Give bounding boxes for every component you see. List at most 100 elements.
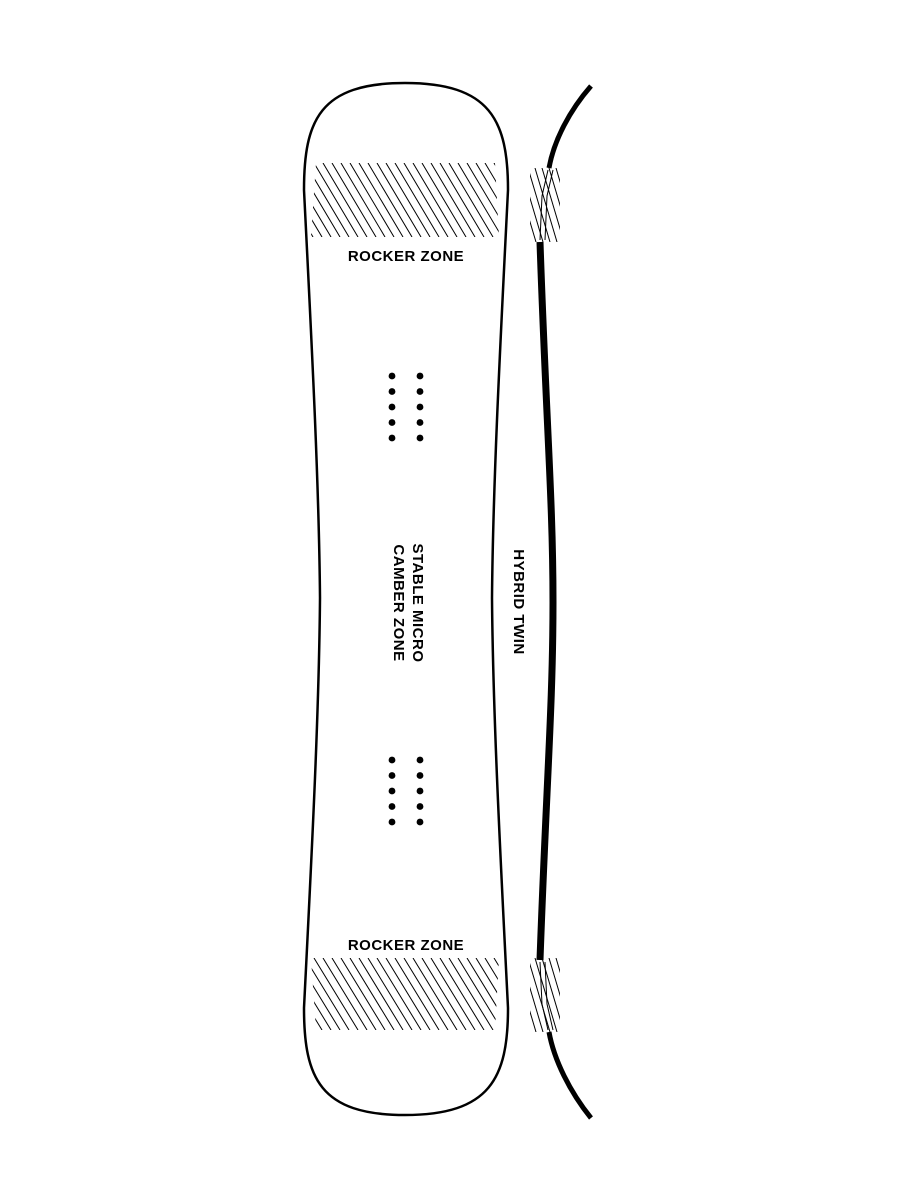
insert-hole: [388, 434, 396, 442]
insert-hole: [416, 388, 424, 395]
hatch-line: [331, 163, 377, 237]
hatch-line: [530, 172, 551, 242]
hatch-line: [475, 163, 499, 237]
hatch-line: [484, 958, 499, 1030]
hatch-line: [311, 163, 332, 237]
hatch-line: [311, 163, 341, 237]
hatch-line: [260, 163, 304, 237]
camber-zone-label-line1: STABLE MICRO: [409, 543, 426, 662]
hatch-line: [548, 168, 560, 207]
hatch-line: [500, 958, 522, 1032]
hatch-line: [563, 168, 585, 242]
hatch-line: [385, 163, 431, 237]
hatch-line: [530, 220, 537, 242]
insert-hole: [388, 756, 396, 764]
hatch-line: [340, 163, 386, 237]
hatch-line: [260, 958, 304, 1030]
hatch-line: [530, 986, 544, 1032]
profile-rocker-hatch-top: [500, 168, 592, 242]
hatch-line: [500, 168, 522, 242]
profile-nose-curve: [546, 84, 593, 169]
hatch-line: [457, 958, 499, 1030]
insert-hole: [388, 403, 396, 411]
hatch-line: [430, 163, 476, 237]
hatch-line: [311, 958, 332, 1030]
profile-rocker-outline-top: [539, 169, 549, 241]
insert-hole: [388, 372, 396, 380]
side-profile: [500, 84, 593, 1120]
rocker-zone-label-top: ROCKER ZONE: [348, 248, 464, 265]
hatch-line: [403, 958, 449, 1030]
hatch-line: [311, 958, 350, 1030]
profile-tail-curve: [546, 1031, 593, 1120]
hatch-line: [367, 958, 413, 1030]
insert-hole: [416, 419, 424, 426]
insert-hole: [416, 787, 424, 795]
hatch-line: [548, 958, 560, 997]
hatch-line: [340, 958, 386, 1030]
rocker-zone-label-bottom: ROCKER ZONE: [348, 937, 464, 954]
insert-hole: [416, 803, 424, 810]
hatch-line: [507, 168, 529, 242]
hatch-line: [541, 168, 560, 231]
hatch-line: [484, 163, 499, 237]
hatch-line: [311, 958, 341, 1030]
hatch-line: [412, 958, 458, 1030]
insert-hole: [416, 772, 424, 779]
insert-hole: [416, 403, 424, 411]
hatch-line: [349, 958, 395, 1030]
hatch-line: [530, 196, 544, 242]
insert-hole: [388, 772, 396, 779]
hatch-line: [512, 958, 556, 1030]
hatch-line: [394, 163, 440, 237]
hatch-line: [555, 958, 560, 974]
insert-hole: [388, 803, 396, 810]
hatch-line: [394, 958, 440, 1030]
insert-hole: [388, 419, 396, 426]
hatch-line: [457, 163, 499, 237]
board-outline: [302, 81, 510, 1117]
hatch-line: [466, 958, 499, 1030]
insert-hole: [416, 818, 424, 826]
insert-hole: [388, 818, 396, 826]
insert-hole: [388, 787, 396, 795]
profile-label: HYBRID TWIN: [510, 549, 527, 655]
insert-hole: [416, 756, 424, 764]
insert-hole: [388, 388, 396, 395]
hatch-line: [530, 962, 551, 1032]
hatch-line: [555, 168, 560, 184]
binding-inserts-front: [388, 372, 424, 442]
profile-rocker-hatch-bottom: [500, 958, 592, 1032]
rocker-hatch-top: [260, 163, 556, 237]
hatch-line: [475, 958, 499, 1030]
rocker-hatch-bottom: [260, 958, 556, 1030]
hatch-line: [439, 163, 485, 237]
hatch-line: [534, 168, 558, 242]
binding-inserts-rear: [388, 756, 424, 826]
hatch-line: [507, 958, 529, 1032]
insert-hole: [416, 434, 424, 442]
hatch-line: [534, 958, 558, 1032]
hatch-line: [367, 163, 413, 237]
hatch-line: [313, 958, 359, 1030]
hatch-line: [358, 163, 404, 237]
hatch-line: [563, 958, 585, 1032]
hatch-line: [421, 958, 467, 1030]
hatch-line: [403, 163, 449, 237]
hatch-line: [448, 163, 494, 237]
hatch-line: [570, 958, 592, 1032]
hatch-line: [512, 163, 556, 237]
hatch-line: [322, 958, 368, 1030]
hatch-line: [385, 958, 431, 1030]
hatch-line: [430, 958, 476, 1030]
hatch-line: [421, 163, 467, 237]
hatch-line: [331, 958, 377, 1030]
hatch-line: [570, 168, 592, 242]
hatch-line: [349, 163, 395, 237]
hatch-line: [313, 163, 359, 237]
hatch-line: [376, 163, 422, 237]
hatch-line: [541, 958, 560, 1021]
hatch-line: [466, 163, 499, 237]
hatch-line: [439, 958, 485, 1030]
